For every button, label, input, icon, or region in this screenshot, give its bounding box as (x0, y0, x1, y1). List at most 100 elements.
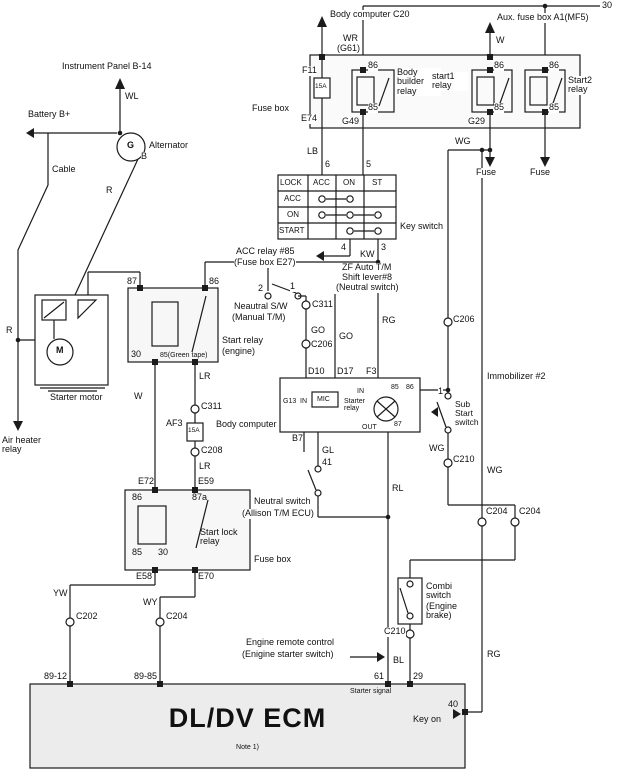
start-lock-86-label: 86 (132, 492, 143, 502)
connector-c206-right (443, 317, 453, 327)
bb-relay-86-label: 86 (368, 60, 379, 71)
fuse-ref-right-label: Fuse (530, 167, 551, 178)
start-lock-85-label: 85 (132, 547, 143, 557)
sub-start-switch-label: Sub Start switch (455, 399, 479, 427)
key-switch-table (277, 174, 397, 378)
connector-c202 (65, 617, 75, 627)
acc-relay-ref-label: (Fuse box E27) (234, 257, 296, 268)
key-row-acc-label: ACC (284, 194, 301, 203)
wire-yw-label: YW (53, 588, 68, 599)
wire-b-label: B (141, 151, 148, 162)
wire-rl-label: RL (392, 483, 404, 494)
cable-label: Cable (52, 164, 76, 175)
start1-relay-86-label: 86 (494, 60, 505, 71)
terminal-29-label: 29 (413, 671, 424, 682)
terminal-g13-label: G13 (283, 398, 297, 405)
start2-relay-label: Start2 relay (568, 75, 608, 95)
wire-lr-2-label: LR (199, 461, 211, 472)
key-terminal-3-label: 3 (381, 242, 387, 253)
terminal-41-label: 41 (322, 457, 333, 468)
bc-in-1-label: IN (300, 398, 307, 405)
alternator-g-label: G (127, 140, 135, 150)
ecm-name-label: DL/DV ECM (168, 703, 327, 733)
key-row-on-label: ON (287, 210, 299, 219)
instrument-panel-label: Instrument Panel B-14 (62, 61, 152, 72)
connector-c206-right-label: C206 (453, 314, 475, 325)
connector-c206 (301, 339, 311, 349)
air-heater-relay-label: Air heater relay (2, 435, 58, 455)
bb-relay-85-label: 85 (368, 102, 379, 113)
connector-c311-left-label: C311 (201, 401, 222, 412)
connector-c210-combi (405, 629, 415, 639)
body-computer-name-label: Body computer (216, 419, 277, 430)
ecm-box (29, 683, 466, 769)
start-lock-30-label: 30 (158, 547, 169, 557)
start-relay-engine (87, 271, 219, 490)
start1-relay-85-label: 85 (494, 102, 505, 113)
wire-wl-label: WL (125, 91, 139, 102)
wire-kw-label: KW (360, 249, 375, 260)
bc-out-label: OUT (362, 424, 377, 431)
wire-wg-top-label: WG (455, 136, 471, 147)
key-row-lock-label: LOCK (280, 178, 302, 187)
allison-neutral-switch (307, 432, 388, 518)
key-terminal-6-label: 6 (325, 159, 331, 170)
terminal-e58-label: E58 (136, 571, 153, 582)
arrowheads (13, 16, 550, 719)
start-relay-engine-label: (engine) (222, 346, 256, 357)
connector-c208-label: C208 (201, 445, 223, 456)
terminal-d10-label: D10 (308, 366, 325, 377)
wire-w-left-label: W (134, 391, 143, 402)
terminal-89-85-label: 89-85 (134, 671, 158, 682)
neutral-terminal-1-label: 1 (290, 281, 296, 292)
start2-relay-85-label: 85 (549, 102, 560, 113)
connector-c204-c (155, 617, 165, 627)
bc-86-label: 86 (406, 384, 414, 391)
connector-c202-label: C202 (76, 611, 98, 622)
terminal-e59-label: E59 (198, 476, 215, 487)
start-relay-30-label: 30 (131, 349, 142, 359)
wire-wr-label: WR (343, 33, 358, 44)
key-col-st-label: ST (372, 178, 383, 187)
key-terminal-4-label: 4 (341, 242, 347, 253)
immobilizer-label: Immobilizer #2 (487, 371, 546, 382)
start1-relay-label: start1 relay (432, 71, 468, 91)
fuse-f11-amp-label: 15A (315, 83, 327, 90)
key-terminal-5-label: 5 (366, 159, 372, 170)
terminal-f3-label: F3 (366, 366, 377, 377)
wire-wy-label: WY (143, 597, 158, 608)
starter-motor (34, 294, 109, 392)
terminal-b7-label: B7 (292, 433, 304, 444)
key-on-wire (465, 150, 483, 713)
wire-go-1-label: GO (311, 325, 326, 336)
key-col-acc-label: ACC (313, 178, 330, 187)
wire-gl-label: GL (322, 445, 335, 456)
fusebox-name-label: Fuse box (252, 103, 290, 114)
start-relay-86-label: 86 (209, 276, 220, 287)
ecm-note-label: Note 1) (236, 744, 259, 751)
key-col-on-label: ON (343, 178, 355, 187)
key-switch-name-label: Key switch (400, 221, 444, 232)
connector-c210-combi-label: C210 (384, 626, 406, 637)
wire-lb-label: LB (307, 146, 319, 157)
alternator-label: Alternator (149, 140, 189, 151)
connector-c204-b-label: C204 (519, 506, 541, 517)
combi-switch-label: Combi switch (426, 581, 472, 601)
acc-relay-label: ACC relay #85 (236, 246, 295, 257)
starter-signal-label: Starter signal (350, 688, 392, 695)
terminal-e70-label: E70 (198, 571, 215, 582)
zf-neutral-switch-label: (Neutral switch) (336, 282, 399, 293)
connector-c311-left (190, 404, 200, 414)
terminal-30-label: 30 (602, 0, 613, 11)
wire-r-left-label: R (6, 325, 13, 336)
fuse-af3-amp-label: 15A (188, 427, 200, 434)
wire-rg-2-label: RG (487, 649, 501, 660)
engine-starter-switch-label: (Enigine starter switch) (242, 649, 334, 660)
zf-auto-tm-label: ZF Auto T/M (342, 262, 392, 273)
start-lock-relay (69, 489, 251, 684)
connector-c204-a (477, 517, 487, 527)
wire-r-diagonal-label: R (106, 185, 113, 196)
body-computer-box (279, 377, 448, 452)
bc-87-label: 87 (394, 421, 402, 428)
